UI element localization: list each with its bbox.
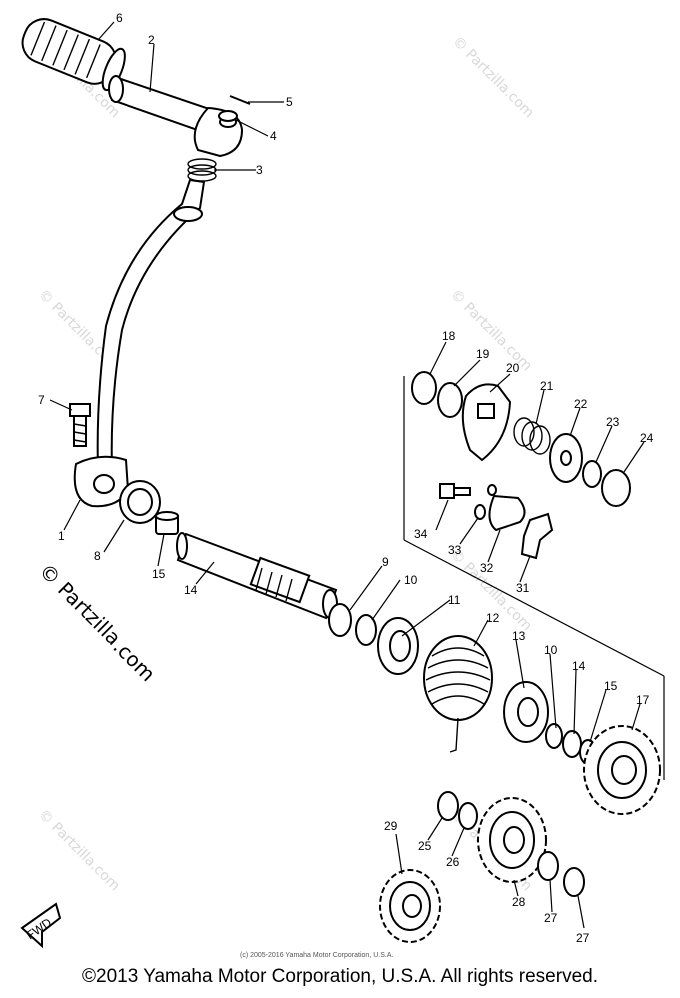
part-clip: [229, 95, 251, 105]
diagram-caption: (c) 2005-2016 Yamaha Motor Corporation, …: [240, 952, 393, 959]
callout-number: 19: [476, 347, 490, 361]
copyright-notice: ©2013 Yamaha Motor Corporation, U.S.A. A…: [82, 966, 598, 987]
callout-number: 18: [442, 329, 456, 343]
part-ball: [218, 110, 238, 122]
callout-number: 15: [604, 679, 618, 693]
callout-number: 9: [382, 555, 389, 569]
part-idler-gear: [583, 725, 661, 815]
part-gear: [477, 797, 547, 883]
part-kick-gear: [377, 617, 419, 675]
callout-number: 33: [448, 543, 462, 557]
callout-number: 12: [486, 611, 500, 625]
watermark-bold: © Partzilla: [34, 559, 125, 650]
callout-number: 34: [414, 527, 428, 541]
part-lever-arm: [108, 75, 244, 158]
group-outline: [403, 376, 665, 780]
part-washer: [458, 802, 478, 830]
callout-number: 14: [572, 659, 586, 673]
part-kick-axle: [176, 532, 338, 620]
callout-number: 26: [446, 855, 460, 869]
part-oil-seal: [119, 480, 161, 524]
part-spring: [187, 158, 217, 182]
watermark: © Partzilla.com: [35, 807, 123, 895]
part-circlip: [437, 791, 459, 821]
callout-number: 5: [286, 95, 293, 109]
callout-number: 8: [94, 549, 101, 563]
callout-number: 25: [418, 839, 432, 853]
callout-number: 24: [640, 431, 654, 445]
callout-number: 1: [58, 529, 65, 543]
part-kick-crank: [73, 178, 206, 508]
part-washer: [355, 614, 377, 646]
callout-number: 32: [480, 561, 494, 575]
part-washer: [562, 730, 582, 758]
callout-number: 3: [256, 163, 263, 177]
leader-lines: [49, 21, 645, 929]
callout-number: 11: [448, 593, 461, 607]
fwd-arrow: FWD: [20, 902, 62, 949]
part-ratchet-spring: [513, 417, 551, 455]
callout-numbers: 6 2 5 4 3 7 1 8 15 14 9 10 11 12 13 10 1…: [38, 11, 654, 945]
callout-number: 15: [152, 567, 166, 581]
callout-number: 31: [516, 581, 530, 595]
callout-number: 29: [384, 819, 398, 833]
callout-number: 10: [544, 643, 558, 657]
callout-number: 4: [270, 129, 277, 143]
callout-number: 23: [606, 415, 620, 429]
callout-number: 2: [148, 33, 155, 47]
watermark: © Partzilla.com: [449, 34, 537, 122]
callout-number: 6: [116, 11, 123, 25]
watermark: © Partzilla.com: [447, 287, 535, 375]
callout-number: 17: [636, 693, 650, 707]
part-torsion-spring: [423, 635, 493, 753]
callout-number: 27: [544, 911, 558, 925]
callout-number: 28: [512, 895, 526, 909]
callout-number: 14: [184, 583, 198, 597]
callout-number: 21: [540, 379, 554, 393]
part-circlip: [537, 851, 559, 881]
callout-number: 10: [404, 573, 418, 587]
part-gear: [379, 869, 441, 943]
callout-number: 7: [38, 393, 45, 407]
part-circlip: [328, 603, 352, 637]
part-washer: [563, 867, 585, 897]
callout-number: 27: [576, 931, 590, 945]
part-spring-cover: [503, 681, 549, 743]
part-bolt: [69, 403, 91, 447]
callout-number: 22: [574, 397, 588, 411]
part-grip: [21, 18, 126, 92]
part-collar: [155, 511, 179, 535]
callout-number: 20: [506, 361, 520, 375]
callout-number: 13: [512, 629, 526, 643]
kick-lever-assembly: [21, 18, 251, 535]
ratchet-assembly: [411, 371, 631, 560]
part-washer: [545, 723, 563, 749]
